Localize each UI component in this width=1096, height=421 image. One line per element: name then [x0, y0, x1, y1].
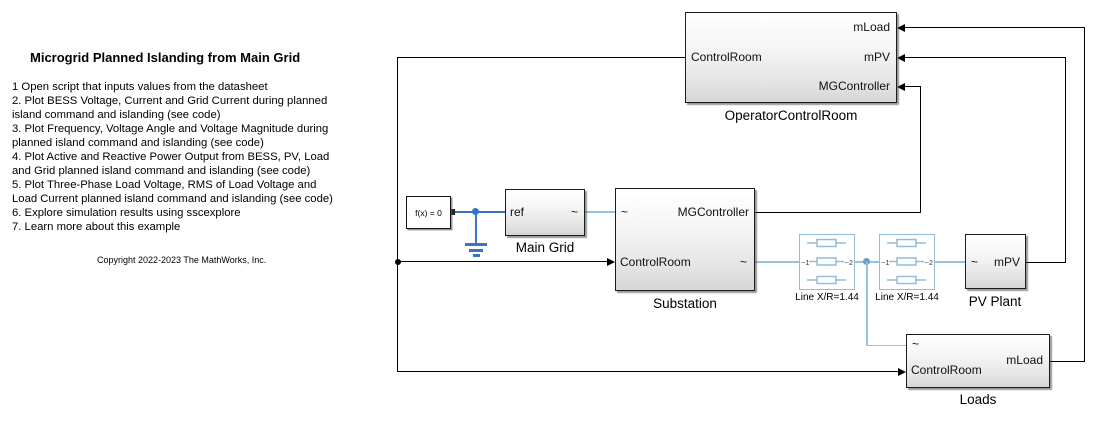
label-line-1: Line X/R=1.44 [795, 292, 859, 303]
note-line: and Grid planned island command and isla… [12, 165, 311, 177]
block-line-2[interactable]: ~1 ~2 [879, 234, 935, 290]
note-line: 6. Explore simulation results using ssce… [12, 207, 241, 219]
block-pv-plant[interactable]: ~ mPV [965, 234, 1026, 289]
ground-bar-3 [472, 254, 480, 257]
port-substation-controlroom: ControlRoom [620, 255, 691, 269]
ground-stem [475, 212, 478, 243]
label-substation: Substation [653, 296, 717, 311]
port-ocr-controlroom: ControlRoom [691, 50, 762, 64]
port-line2-2: ~2 [924, 258, 933, 267]
note-line: island command and islanding (see code) [12, 109, 221, 121]
block-line-1[interactable]: ~1 ~2 [799, 234, 855, 290]
note-line: 4. Plot Active and Reactive Power Output… [12, 151, 330, 163]
copyright-text: Copyright 2022-2023 The MathWorks, Inc. [97, 255, 267, 265]
block-main-grid[interactable]: ref ~ [505, 189, 585, 236]
wire-mload-vertical[interactable] [1084, 27, 1086, 362]
model-instructions: 1 Open script that inputs values from th… [12, 80, 333, 234]
block-substation[interactable]: ~ MGController ControlRoom ~ [615, 188, 755, 291]
wire-controlroom-to-loads[interactable] [397, 371, 899, 373]
note-line: Load Current planned island command and … [12, 193, 333, 205]
note-line: 3. Plot Frequency, Voltage Angle and Vol… [12, 123, 329, 135]
wire-mpv-out[interactable] [1026, 262, 1065, 264]
label-main-grid: Main Grid [515, 240, 575, 255]
port-loads-elec: ~ [912, 337, 920, 351]
wire-mpv-entry[interactable] [904, 57, 1066, 59]
wire-controlroom-vertical[interactable] [397, 57, 399, 372]
block-loads[interactable]: ~ ControlRoom mLoad [906, 334, 1050, 388]
block-operator-control-room[interactable]: ControlRoom mLoad mPV MGController [685, 12, 897, 103]
model-title: Microgrid Planned Islanding from Main Gr… [30, 50, 301, 65]
note-line: 1 Open script that inputs values from th… [12, 81, 268, 93]
wire-mgcontroller-horizontal[interactable] [755, 212, 921, 214]
wire-mload-entry[interactable] [904, 27, 1085, 29]
port-ocr-mpv: mPV [863, 50, 890, 64]
block-solver-configuration[interactable]: f(x) = 0 [406, 196, 451, 229]
port-line1-1: ~1 [801, 258, 810, 267]
label-operator-control-room: OperatorControlRoom [724, 108, 858, 123]
wire-maingrid-to-substation[interactable] [585, 211, 615, 213]
wire-substation-to-line1[interactable] [755, 261, 799, 263]
wire-controlroom-to-substation[interactable] [397, 261, 608, 263]
arrowhead-mgcontroller [897, 83, 905, 91]
port-ocr-mload: mLoad [853, 20, 890, 34]
note-line: planned island command and islanding (se… [12, 137, 264, 149]
port-substation-elec-in: ~ [621, 205, 629, 219]
port-substation-mgcontroller: MGController [677, 205, 749, 219]
solver-text: f(x) = 0 [415, 207, 442, 218]
port-pvplant-elec: ~ [971, 255, 979, 269]
wire-to-loads-elec[interactable] [866, 344, 906, 347]
port-maingrid-ref: ref [510, 205, 525, 219]
port-loads-mload: mLoad [1006, 353, 1043, 367]
junction-controlroom [395, 259, 401, 265]
wire-mgcontroller-entry[interactable] [904, 86, 921, 88]
ground-bar-1 [465, 243, 487, 246]
port-pvplant-mpv: mPV [993, 255, 1020, 269]
label-loads: Loads [959, 392, 997, 407]
port-ocr-mgcontroller: MGController [818, 79, 890, 93]
note-line: 5. Plot Three-Phase Load Voltage, RMS of… [12, 179, 317, 191]
arrowhead-mpv [897, 54, 905, 62]
wire-mpv-vertical[interactable] [1065, 57, 1067, 263]
resistor-icon [887, 238, 926, 285]
wire-mgcontroller-vertical[interactable] [920, 86, 922, 213]
junction-solver [472, 208, 479, 215]
port-line2-1: ~1 [881, 258, 890, 267]
arrowhead-substation-controlroom [607, 258, 615, 266]
label-pv-plant: PV Plant [968, 294, 1022, 309]
wire-controlroom-top[interactable] [397, 57, 685, 59]
note-line: 2. Plot BESS Voltage, Current and Grid C… [12, 95, 328, 107]
resistor-icon [807, 238, 846, 285]
arrowhead-loads-controlroom [898, 368, 906, 376]
solver-port-nub [450, 209, 455, 215]
port-loads-controlroom: ControlRoom [911, 363, 982, 377]
wire-junction-down[interactable] [866, 262, 868, 346]
ground-bar-2 [469, 248, 483, 252]
wire-line2-to-pvplant[interactable] [935, 261, 965, 263]
port-substation-elec-out: ~ [739, 255, 747, 269]
wire-mload-out[interactable] [1050, 361, 1084, 363]
port-maingrid-elec: ~ [570, 205, 578, 219]
arrowhead-mload [897, 24, 905, 32]
note-line: 7. Learn more about this example [12, 221, 181, 233]
label-line-2: Line X/R=1.44 [875, 292, 939, 303]
port-line1-2: ~2 [844, 258, 853, 267]
junction-electrical [863, 258, 870, 265]
